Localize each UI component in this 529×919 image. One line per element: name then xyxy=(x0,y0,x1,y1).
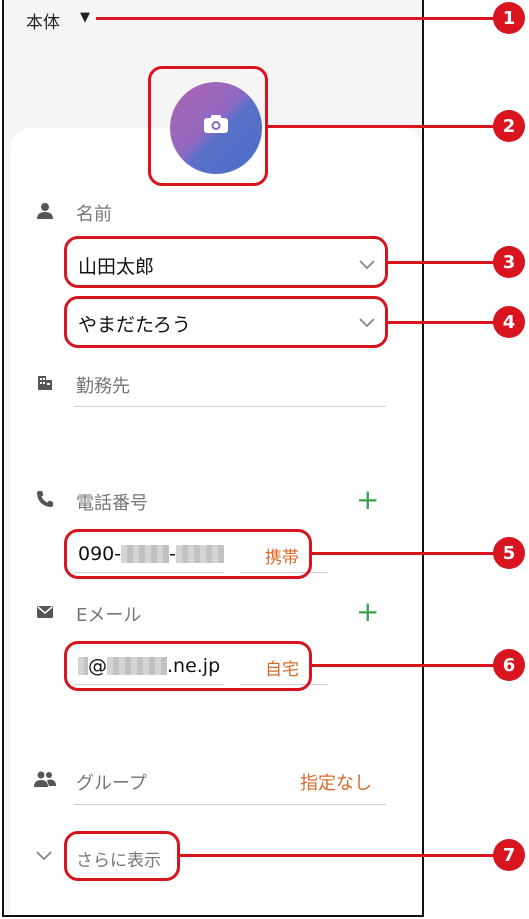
callout-line-1 xyxy=(96,17,496,20)
phone-prefix: 090- xyxy=(78,543,122,565)
callout-line-6 xyxy=(312,664,496,667)
phone-type-select[interactable]: 携帯 xyxy=(265,548,299,568)
workplace-underline xyxy=(74,406,386,407)
camera-icon xyxy=(204,115,228,133)
phone-redacted-part xyxy=(121,545,170,563)
callout-box-3 xyxy=(64,236,388,288)
callout-badge-5: 5 xyxy=(493,537,525,569)
workplace-input[interactable]: 勤務先 xyxy=(76,376,130,397)
callout-line-5 xyxy=(312,552,496,555)
email-input[interactable]: @ .ne.jp xyxy=(78,653,220,679)
group-select[interactable]: 指定なし xyxy=(300,773,372,794)
email-underline xyxy=(74,684,224,685)
callout-badge-2: 2 xyxy=(493,110,525,142)
callout-badge-7: 7 xyxy=(493,839,525,871)
callout-badge-4: 4 xyxy=(493,306,525,338)
callout-badge-3: 3 xyxy=(493,246,525,278)
phone-type-underline xyxy=(240,572,328,573)
show-more-button[interactable]: さらに表示 xyxy=(76,851,161,871)
group-label: グループ xyxy=(76,773,147,794)
plus-icon[interactable]: + xyxy=(356,483,380,516)
plus-icon[interactable]: + xyxy=(356,595,380,628)
phone-underline xyxy=(74,572,224,573)
building-icon xyxy=(38,376,52,390)
callout-line-4 xyxy=(388,321,496,324)
email-label: Eメール xyxy=(76,605,142,626)
phone-separator: - xyxy=(169,543,176,565)
callout-box-4 xyxy=(64,296,388,348)
callout-line-7 xyxy=(180,854,496,857)
email-redacted-part xyxy=(107,657,167,675)
name-reading-input[interactable]: やまだたろう xyxy=(78,314,191,336)
chevron-down-icon[interactable] xyxy=(359,260,375,270)
storage-selector-label[interactable]: 本体 xyxy=(26,13,60,33)
callout-line-3 xyxy=(388,261,496,264)
callout-box-2 xyxy=(148,66,268,186)
phone-label: 電話番号 xyxy=(76,493,148,514)
callout-box-5 xyxy=(64,529,312,579)
email-type-underline xyxy=(240,684,328,685)
callout-badge-1: 1 xyxy=(493,2,525,34)
phone-icon xyxy=(37,491,53,507)
person-icon xyxy=(37,203,53,219)
name-label: 名前 xyxy=(76,204,112,225)
caret-down-icon[interactable]: ▼ xyxy=(80,10,90,25)
email-type-select[interactable]: 自宅 xyxy=(265,660,299,680)
chevron-down-icon[interactable] xyxy=(359,318,375,328)
email-domain: .ne.jp xyxy=(167,655,221,677)
callout-badge-6: 6 xyxy=(493,649,525,681)
group-underline xyxy=(74,804,386,805)
callout-box-7 xyxy=(64,831,180,881)
phone-redacted-part xyxy=(175,545,224,563)
email-at: @ xyxy=(88,655,107,677)
chevron-down-icon[interactable] xyxy=(36,851,52,861)
group-icon xyxy=(34,771,56,787)
phone-screen: 本体 ▼ 名前 山田太郎 やまだたろう 勤務先 電話番号 + 090- - xyxy=(2,0,424,917)
callout-box-6 xyxy=(64,641,312,691)
contact-form-card xyxy=(10,128,422,915)
phone-number-input[interactable]: 090- - xyxy=(78,541,224,567)
callout-line-2 xyxy=(268,125,496,128)
email-redacted-part xyxy=(78,657,88,675)
name-input[interactable]: 山田太郎 xyxy=(78,256,155,278)
mail-icon xyxy=(37,606,53,618)
